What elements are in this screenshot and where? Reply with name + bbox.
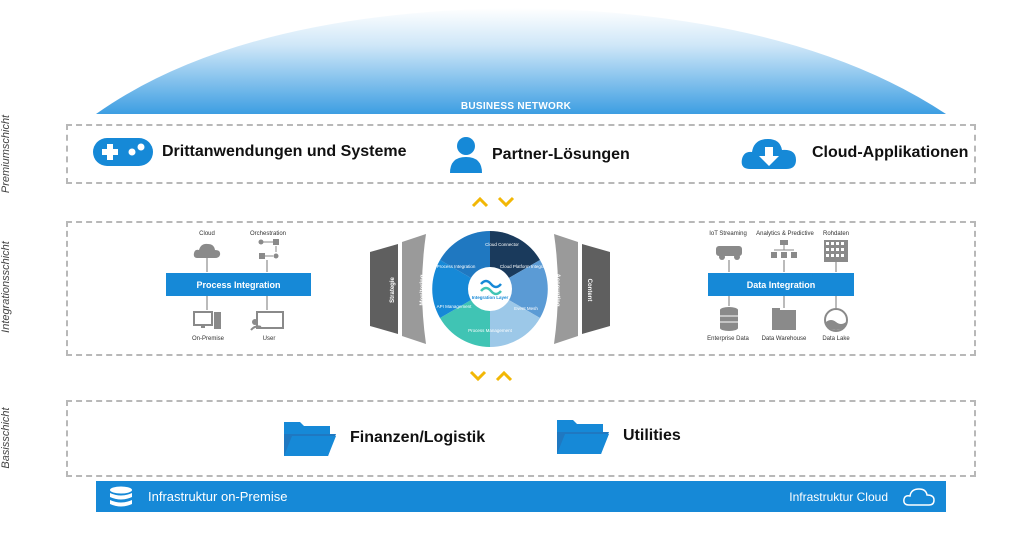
folder-icon <box>557 420 609 454</box>
wheel-segment-content <box>582 244 610 334</box>
di-label-datalake: Data Lake <box>822 336 850 342</box>
infra-cloud-label: Infrastruktur Cloud <box>789 490 888 504</box>
premium-item-label: Cloud-Applikationen <box>812 144 969 161</box>
cloud-icon <box>903 488 935 506</box>
wheel-segment-accounting <box>554 234 578 344</box>
integration-wheel: Integration Layer Cloud Connector Cloud … <box>370 231 610 347</box>
basis-item-utilities: Utilities <box>555 414 681 458</box>
di-top-icons <box>716 240 848 272</box>
pi-label-onpremise: On-Premise <box>191 336 224 342</box>
di-label-enterprise: Enterprise Data <box>707 336 749 342</box>
wheel-label-cloud-platform: Cloud Platform Integration <box>500 264 553 269</box>
premium-item-label: Partner-Lösungen <box>492 146 630 163</box>
basis-item-finanzen: Finanzen/Logistik <box>282 416 485 460</box>
chevron-down-icon <box>497 196 515 208</box>
cloud-download-icon <box>741 139 796 169</box>
pi-label-cloud: Cloud <box>199 231 215 237</box>
chevron-up-icon <box>471 196 489 208</box>
pi-bottom-icons <box>193 296 284 331</box>
chevron-group-top <box>471 196 515 208</box>
di-label-iot: IoT Streaming <box>709 231 747 237</box>
premium-layer <box>66 124 976 184</box>
premium-item-partner: Partner-Lösungen <box>448 135 630 175</box>
infra-onpremise-label: Infrastruktur on-Premise <box>148 489 288 504</box>
chevron-down-icon <box>469 370 487 382</box>
infrastructure-bar: Infrastruktur on-Premise Infrastruktur C… <box>96 481 946 512</box>
basis-layer <box>66 400 976 477</box>
gamepad-icon <box>93 138 153 166</box>
di-label-analytics: Analytics & Predictive <box>756 231 814 237</box>
user-icon <box>450 137 482 173</box>
premium-item-cloud: Cloud-Applikationen <box>740 133 968 173</box>
basis-layer-label: Basisschicht <box>0 407 12 469</box>
wheel-center-label: Integration Layer <box>472 295 509 300</box>
wheel-label-strategie: Strategie <box>390 277 396 303</box>
data-integration-bar: Data Integration <box>708 273 854 296</box>
database-icon <box>110 486 132 507</box>
premium-item-label: Drittanwendungen und Systeme <box>162 143 407 160</box>
business-network-dome <box>0 0 1032 125</box>
basis-item-label: Utilities <box>623 427 681 444</box>
chevron-group-bottom <box>469 370 513 382</box>
di-bottom-icons <box>720 296 848 332</box>
process-integration-bar: Process Integration <box>166 273 311 296</box>
basis-item-label: Finanzen/Logistik <box>350 429 486 446</box>
pi-label-user: User <box>262 336 276 342</box>
business-network-label: BUSINESS NETWORK <box>460 101 572 112</box>
wheel-label-api-management: API Management <box>437 304 473 309</box>
di-label-rohdaten: Rohdaten <box>822 231 850 237</box>
wheel-label-process-management: Process Management <box>468 328 513 333</box>
chevron-up-icon <box>495 370 513 382</box>
wheel-label-event-mesh: Event Mesh <box>514 306 538 311</box>
wheel-label-process-integration: Process Integration <box>437 264 476 269</box>
premium-item-drittanwendungen: Drittanwendungen und Systeme <box>92 135 406 169</box>
premium-layer-label: Premiumschicht <box>0 114 12 194</box>
folder-icon <box>284 422 336 456</box>
wheel-label-content: Content <box>586 279 592 302</box>
pi-top-icons <box>193 239 279 272</box>
wheel-segment-monitoring <box>402 234 426 344</box>
wheel-segment-strategie <box>370 244 398 334</box>
wheel-label-accounting: Accounting <box>554 274 560 307</box>
di-label-warehouse: Data Warehouse <box>761 336 807 342</box>
integration-layer-label: Integrationsschicht <box>0 241 12 333</box>
wheel-label-cloud-connector: Cloud Connector <box>485 242 519 247</box>
wheel-label-monitoring: Monitoring <box>420 274 426 305</box>
pi-label-orchestration: Orchestration <box>249 231 286 237</box>
